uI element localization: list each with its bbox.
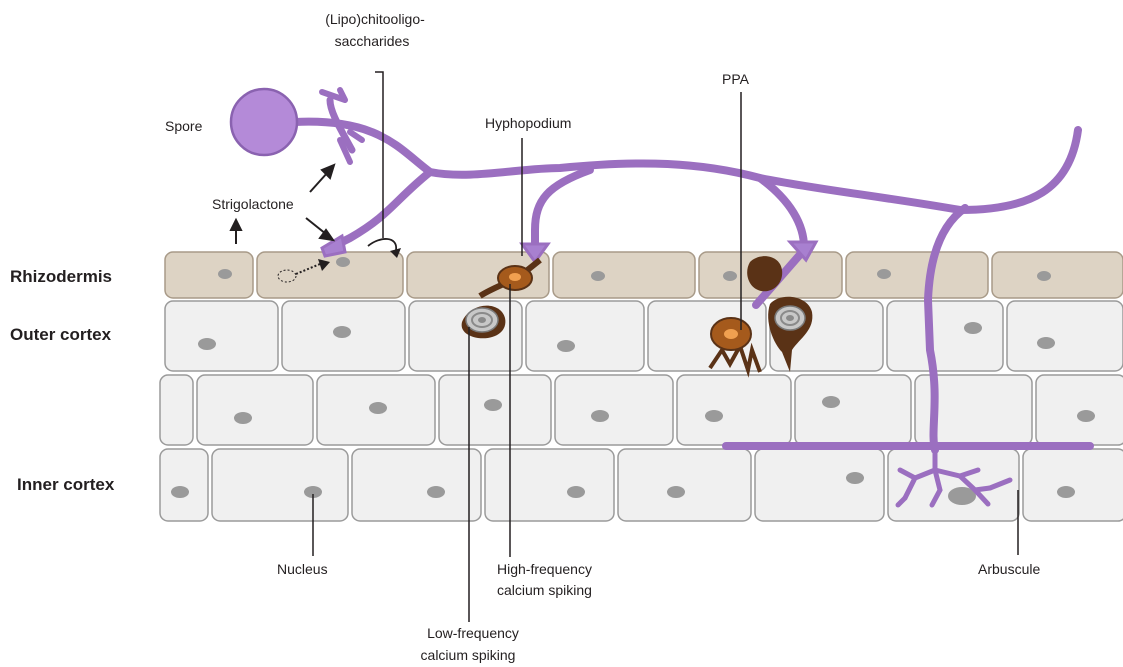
nucleus [846, 472, 864, 484]
nucleus [198, 338, 216, 350]
cortex-cell [1036, 375, 1123, 445]
hypha-to-hyphopodium [535, 170, 590, 248]
rhizodermis-cell [992, 252, 1123, 298]
cortex-cell [1023, 449, 1123, 521]
hypha-main [295, 122, 1078, 210]
cortex-cell [677, 375, 791, 445]
nucleus [591, 271, 605, 281]
nucleus [427, 486, 445, 498]
label-ppa: PPA [722, 71, 750, 87]
cortex-cell [526, 301, 644, 371]
nucleus [1077, 410, 1095, 422]
cortex-cell [618, 449, 751, 521]
adjacent-nucleus-core [786, 315, 794, 321]
nucleus [964, 322, 982, 334]
outer-cortex-layer [165, 301, 1123, 371]
layer-label-rhizodermis: Rhizodermis [10, 267, 112, 286]
spore [231, 89, 297, 155]
nucleus [234, 412, 252, 424]
lco-curved-arrow [368, 239, 396, 250]
label-spore: Spore [165, 118, 203, 134]
cortex-cell [555, 375, 673, 445]
label-low-freq-line2: calcium spiking [421, 647, 516, 663]
label-hyphopodium: Hyphopodium [485, 115, 571, 131]
rhizodermis-layer [165, 252, 1123, 298]
inner-cortex-layer [160, 449, 1123, 521]
label-low-freq-line1: Low-frequency [427, 625, 519, 641]
hyphopodium-calcium-core [509, 273, 521, 281]
nucleus [369, 402, 387, 414]
rhizodermis-cell [257, 252, 403, 298]
label-chitooligo-line1: (Lipo)chitooligo- [325, 11, 425, 27]
nucleus [484, 399, 502, 411]
cortex-cell [409, 301, 522, 371]
nucleus [1057, 486, 1075, 498]
nucleus [705, 410, 723, 422]
nucleus [822, 396, 840, 408]
cortex-cell [1007, 301, 1123, 371]
ppa-calcium-core [724, 329, 738, 339]
cortex-cell [212, 449, 348, 521]
nucleus [557, 340, 575, 352]
cortex-cell [165, 301, 278, 371]
cortex-cell [795, 375, 911, 445]
label-arbuscule: Arbuscule [978, 561, 1040, 577]
label-nucleus: Nucleus [277, 561, 328, 577]
cortex-cell [887, 301, 1003, 371]
cortex-cell [755, 449, 884, 521]
cortex-cell [197, 375, 313, 445]
label-high-freq-line1: High-frequency [497, 561, 592, 577]
cortex-cell [352, 449, 481, 521]
nucleus [333, 326, 351, 338]
label-strigolactone: Strigolactone [212, 196, 294, 212]
nucleus [591, 410, 609, 422]
cortex-cell [160, 449, 208, 521]
nucleus [1037, 271, 1051, 281]
low-freq-nucleus-core [478, 317, 486, 323]
nucleus [1037, 337, 1055, 349]
rhizodermis-cell [165, 252, 253, 298]
label-high-freq-line2: calcium spiking [497, 582, 592, 598]
rhizodermis-cell [846, 252, 988, 298]
hypha-branch [334, 172, 430, 246]
nucleus [667, 486, 685, 498]
label-chitooligo-line2: saccharides [335, 33, 410, 49]
hypha-to-ppa [760, 178, 804, 250]
nucleus [877, 269, 891, 279]
cortex-cell [160, 375, 193, 445]
layer-label-outer-cortex: Outer cortex [10, 325, 112, 344]
hypha-branch [322, 90, 345, 100]
hypha-branch [350, 132, 362, 140]
cortex-cell [485, 449, 614, 521]
layer-label-inner-cortex: Inner cortex [17, 475, 115, 494]
nucleus [336, 257, 350, 267]
nucleus [567, 486, 585, 498]
middle-cortex-layer [160, 375, 1123, 445]
rhizodermis-cell [553, 252, 695, 298]
nucleus [723, 271, 737, 281]
nucleus [171, 486, 189, 498]
nucleus [218, 269, 232, 279]
